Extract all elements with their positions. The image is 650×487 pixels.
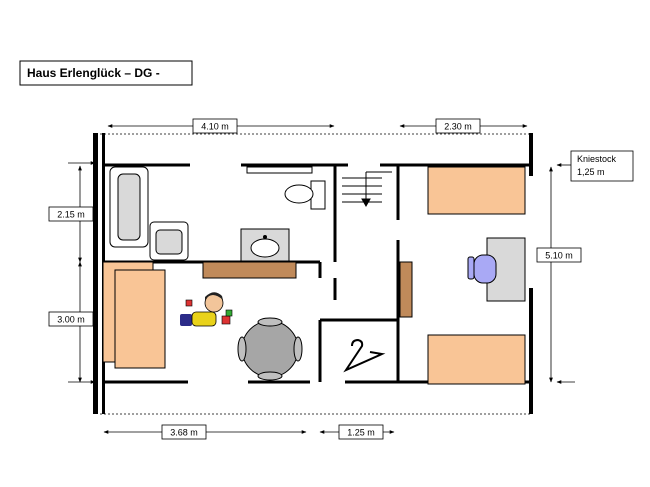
- dim-label-right: 5.10 m: [536, 247, 582, 263]
- page-title: Haus Erlenglück – DG -: [27, 66, 160, 80]
- kniestock-box: Kniestock 1,25 m: [570, 150, 634, 182]
- stairs-icon: [342, 171, 392, 208]
- bed-icon-top: [427, 166, 526, 215]
- bathtub-icon: [109, 166, 149, 248]
- svg-text:1.25 m: 1.25 m: [347, 428, 375, 438]
- vanity-icon: [240, 228, 290, 262]
- svg-text:2.30 m: 2.30 m: [444, 122, 472, 132]
- dim-label-bottom-left: 3.68 m: [161, 424, 207, 440]
- svg-text:2.15 m: 2.15 m: [57, 210, 85, 220]
- counter-icon: [202, 261, 297, 279]
- kniestock-label: Kniestock: [577, 154, 617, 164]
- svg-text:4.10 m: 4.10 m: [201, 122, 229, 132]
- chair-icon: [467, 254, 497, 284]
- sink-icon: [149, 221, 189, 261]
- kniestock-value: 1,25 m: [577, 167, 605, 177]
- svg-text:3.68 m: 3.68 m: [170, 428, 198, 438]
- wardrobe-icon: [399, 261, 413, 318]
- title-box: Haus Erlenglück – DG -: [19, 60, 193, 86]
- bed-icon-left: [102, 261, 166, 369]
- bed-icon-bottom: [427, 334, 526, 385]
- hanger-icon: [343, 338, 386, 373]
- dim-label-left-lower: 3.00 m: [48, 311, 94, 327]
- dim-label-top-left: 4.10 m: [192, 118, 238, 134]
- svg-text:3.00 m: 3.00 m: [57, 315, 85, 325]
- dim-label-bottom-right: 1.25 m: [338, 424, 384, 440]
- svg-text:5.10 m: 5.10 m: [545, 251, 573, 261]
- dining-table-icon: [237, 317, 303, 381]
- dim-label-top-right: 2.30 m: [435, 118, 481, 134]
- child-figure-icon: [180, 292, 233, 327]
- toilet-icon: [246, 166, 326, 210]
- dim-label-left-upper: 2.15 m: [48, 206, 94, 222]
